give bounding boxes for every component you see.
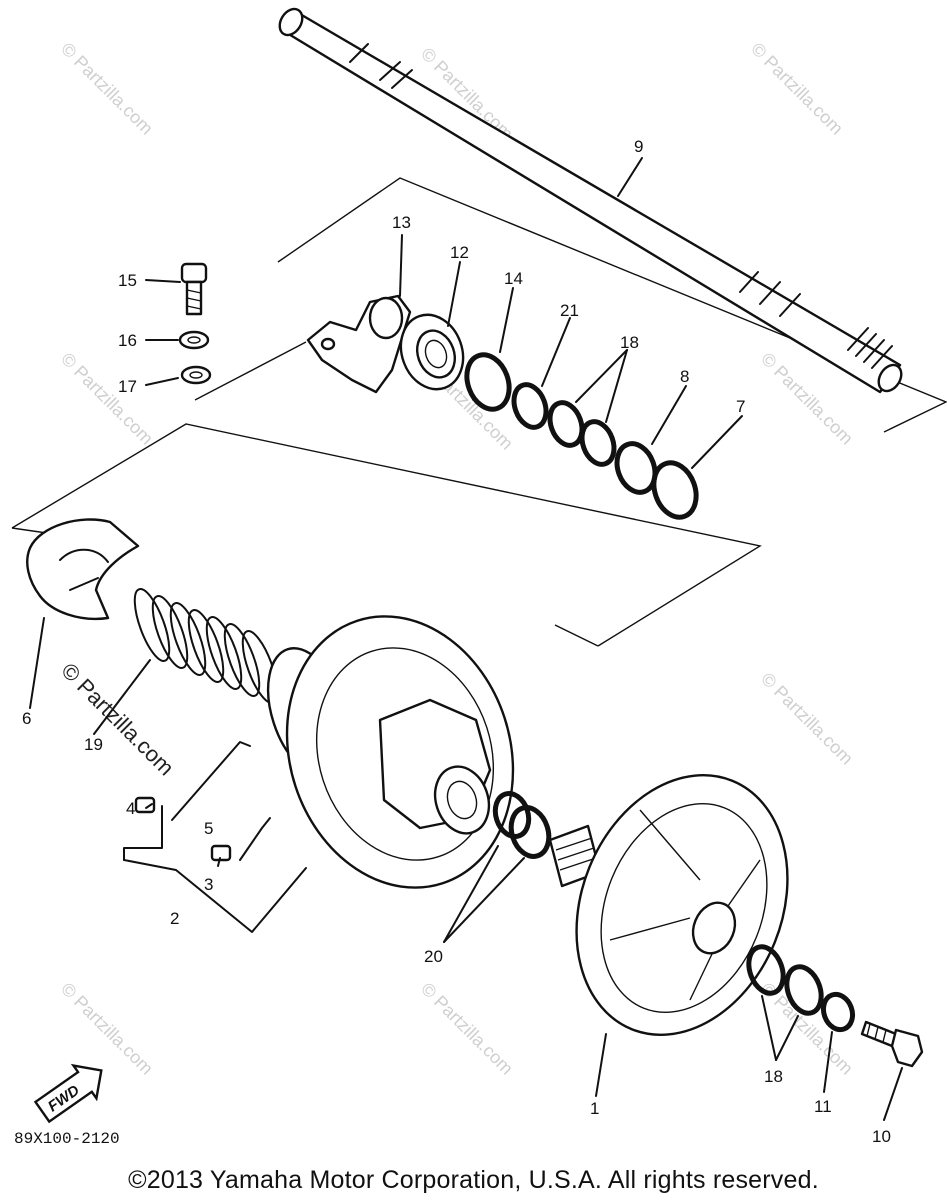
- fwd-arrow-icon: FWD: [33, 1063, 103, 1124]
- slider-part-4: [134, 796, 156, 814]
- watermark: © Partzilla.com: [57, 979, 157, 1079]
- callout-21: 21: [560, 301, 579, 320]
- washer-set-lower: [746, 944, 856, 1033]
- cam-part-6: [26, 518, 140, 621]
- watermark: © Partzilla.com: [747, 39, 847, 139]
- callout-6: 6: [22, 709, 31, 728]
- callout-10: 10: [872, 1127, 891, 1146]
- bearing-housing-part-13: [306, 294, 412, 394]
- spring-part-19: [133, 588, 279, 704]
- callout-2: 2: [170, 909, 179, 928]
- bolt-part-15: [180, 262, 208, 316]
- spring-clip-part-5: [239, 817, 271, 861]
- diagram-code: 89X100-2120: [14, 1130, 120, 1148]
- callout-14: 14: [504, 269, 523, 288]
- watermark: © Partzilla.com: [757, 669, 857, 769]
- callout-18-lower: 18: [764, 1067, 783, 1086]
- watermark: © Partzilla.com: [417, 979, 517, 1079]
- copyright-notice: ©2013 Yamaha Motor Corporation, U.S.A. A…: [128, 1166, 819, 1194]
- callout-16: 16: [118, 331, 137, 350]
- callout-7: 7: [736, 397, 745, 416]
- callout-9: 9: [634, 137, 643, 156]
- callout-8: 8: [680, 367, 689, 386]
- sheave-part-2: [266, 615, 515, 889]
- callout-12: 12: [450, 243, 469, 262]
- callout-13: 13: [392, 213, 411, 232]
- watermark: © Partzilla.com: [57, 39, 157, 139]
- callout-labels: 9 13 12 14 21 18 8 7 15 16 17 6 19 4 5 3…: [22, 137, 891, 1146]
- callout-11: 11: [814, 1097, 832, 1116]
- washer-part-17: [180, 365, 212, 385]
- callout-15: 15: [118, 271, 137, 290]
- bearing-part-12: [399, 313, 465, 391]
- watermark-prominent: © Partzilla.com: [56, 658, 179, 781]
- fixed-sheave-part-1: [548, 774, 789, 1036]
- lock-washer-part-16: [178, 330, 210, 350]
- assembly-outlines: [11, 177, 947, 647]
- shaft-part-9: [278, 7, 903, 394]
- callout-19: 19: [84, 735, 103, 754]
- callout-1: 1: [590, 1099, 599, 1118]
- callout-20: 20: [424, 947, 443, 966]
- ring-set-upper: [464, 352, 699, 520]
- callout-17: 17: [118, 377, 137, 396]
- callout-5: 5: [204, 819, 213, 838]
- washers-part-20: [492, 791, 552, 859]
- bolt-part-10: [860, 1020, 924, 1068]
- pin-part-3: [210, 844, 232, 862]
- watermark: © Partzilla.com: [57, 349, 157, 449]
- callout-3: 3: [204, 875, 213, 894]
- callout-4: 4: [126, 799, 135, 818]
- leader-lines: [29, 157, 903, 1121]
- callout-18-upper: 18: [620, 333, 639, 352]
